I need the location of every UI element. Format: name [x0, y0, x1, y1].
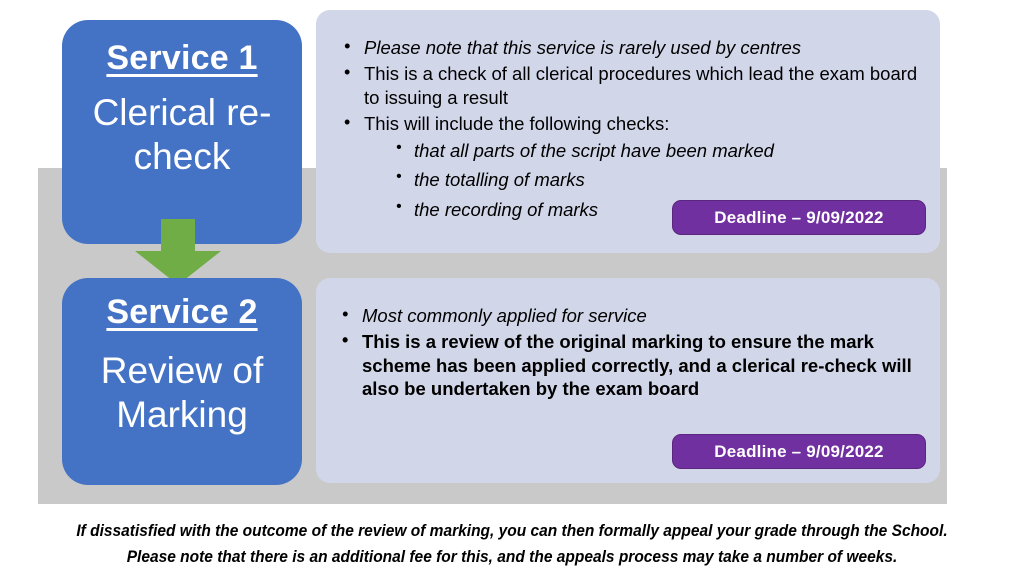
service-2-deadline-badge[interactable]: Deadline – 9/09/2022 — [672, 434, 926, 469]
service-1-bullet-list: Please note that this service is rarely … — [316, 10, 940, 221]
service-1-deadline-badge[interactable]: Deadline – 9/09/2022 — [672, 200, 926, 235]
list-item: Most commonly applied for service — [340, 303, 926, 327]
service-2-heading: Service 2 — [106, 293, 258, 331]
service-2-content-panel: Most commonly applied for service This i… — [316, 278, 940, 483]
list-item-label: This will include the following checks: — [364, 113, 670, 135]
sub-list-item: that all parts of the script have been m… — [394, 138, 926, 162]
service-box-1[interactable]: Service 1 Clerical re-check — [62, 20, 302, 244]
service-2-bullet-list: Most commonly applied for service This i… — [316, 278, 940, 401]
footer-note-line-2: Please note that there is an additional … — [126, 548, 898, 567]
list-item: This will include the following checks: … — [342, 111, 926, 221]
sub-list-item: the totalling of marks — [394, 167, 926, 191]
service-2-subtitle: Review of Marking — [100, 350, 264, 436]
list-item: This is a review of the original marking… — [340, 329, 926, 400]
footer-note: If dissatisfied with the outcome of the … — [31, 518, 994, 571]
service-1-content-panel: Please note that this service is rarely … — [316, 10, 940, 253]
list-item: This is a check of all clerical procedur… — [342, 61, 926, 109]
sub-list-item: the recording of marks — [394, 197, 926, 221]
service-1-subtitle: Clerical re-check — [92, 92, 272, 178]
footer-note-line-1: If dissatisfied with the outcome of the … — [76, 522, 948, 540]
service-1-sub-bullet-list: that all parts of the script have been m… — [364, 138, 926, 221]
list-item-label: Most commonly applied for service — [362, 305, 647, 326]
service-box-2[interactable]: Service 2 Review of Marking — [62, 278, 302, 485]
arrow-down-icon — [135, 219, 221, 285]
list-item: Please note that this service is rarely … — [342, 35, 926, 59]
service-1-heading: Service 1 — [106, 39, 258, 77]
